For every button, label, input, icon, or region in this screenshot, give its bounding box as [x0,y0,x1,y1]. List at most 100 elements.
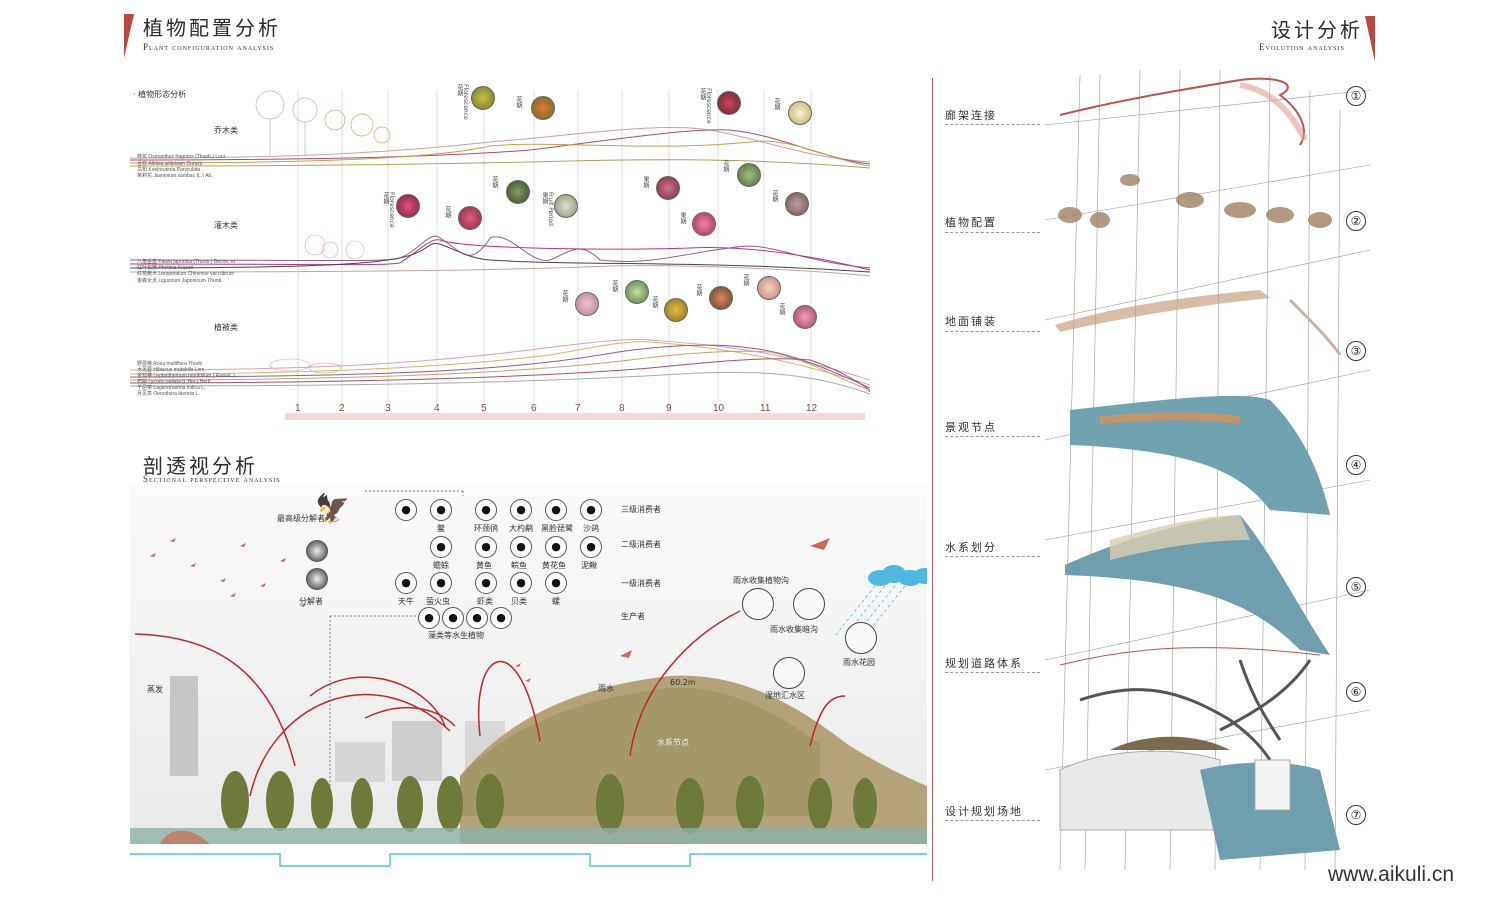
eco-row3-0: 天牛 [398,597,414,606]
turtle-icon-2: ● [430,499,452,521]
tag-fruit-1-en: Fruit Period [547,192,554,226]
month-2: 2 [339,403,345,414]
right-title-en: Evolution analysis [1259,42,1345,52]
species-tree-1: 桂花 Osmanthus fragrans (Thunb.) Lour. [137,154,227,160]
eco-row3-3: 贝类 [511,597,527,606]
shell-icon: ● [510,572,532,594]
section-svg [130,490,927,892]
bird-icon-1: ● [475,499,497,521]
leader-2 [945,232,1040,233]
species-ground-6: 月见草 Oenothera biennis L. [137,391,200,397]
eagle-icon: 🦅 [315,492,350,525]
decomposer-icon-1 [306,540,328,562]
garden-icon [845,622,877,654]
flower-photo-16 [709,286,733,310]
watermark: www.aikuli.cn [1328,863,1455,886]
eco-level-3: 三级消费者 [621,505,661,514]
eco-row2-0: 蟾蜍 [433,561,449,570]
month-9: 9 [666,403,672,414]
month-10: 10 [713,403,725,414]
flower-photo-12 [785,192,809,216]
species-tree-4: 茉莉花 Jasminum sambac (L.) Ait. [137,173,213,179]
section-title-en: Sectional perspective analysis [143,474,281,484]
tag-fruit-3: 果期 [679,212,686,224]
eco-level-2: 二级消费者 [621,540,661,549]
water-wetland: 湿地汇水区 [765,691,805,700]
month-12: 12 [806,403,818,414]
bird-icon-3: ● [545,499,567,521]
bird-icon-4: ● [580,499,602,521]
eco-row1-1: 环颈鸻 [474,524,498,533]
month-1: 1 [295,403,301,414]
group-ground: 植被类 [214,323,238,332]
leader-7 [945,820,1040,821]
tag-flower-10: 花期 [561,290,568,302]
tag-fruit-1: 果期 [541,192,548,204]
species-shrub-3: 红花檵木 Loropetalum Chinense var.rubrum [137,271,234,277]
tag-flower-14: 花期 [742,274,749,286]
eco-row2-2: 鲩鱼 [511,561,527,570]
flower-photo-13 [575,292,599,316]
plant-chart-svg [129,90,871,421]
tag-flower-8: 花期 [722,160,729,172]
tag-flower-11: 花期 [611,280,618,292]
species-ground-5: 千屈菜 Lagerstroemia indica L. [137,385,206,391]
eco-row1-0: 鳖 [437,524,445,533]
flower-photo-9 [656,176,680,200]
month-6: 6 [531,403,537,414]
flower-photo-10 [692,212,716,236]
layer-label-2: 植物配置 [945,216,997,229]
month-4: 4 [434,403,440,414]
beetle-icon: ● [395,572,417,594]
flower-photo-5 [396,194,420,218]
month-5: 5 [481,403,487,414]
layer-label-7: 设计规划场地 [945,805,1023,818]
mountain-sign: 水系节点 [657,738,689,747]
tag-flower-12: 花期 [651,296,658,308]
eco-row1-2: 大杓鹬 [509,524,533,533]
layer-num-1: ① [1346,86,1366,106]
layer-num-2: ② [1346,211,1366,231]
water-evap: 蒸发 [147,685,163,694]
axon-svg [1044,69,1371,871]
tag-flower-15: 花期 [778,303,785,315]
month-8: 8 [619,403,625,414]
plant-chart [129,80,871,421]
flower-photo-18 [793,305,817,329]
flower-photo-1 [471,86,495,110]
leader-4 [945,436,1040,437]
water-pipe: 雨水收集暗沟 [770,625,818,634]
month-3: 3 [385,403,391,414]
fish-icon-1: ● [475,536,497,558]
layer-num-6: ⑥ [1346,682,1366,702]
height-marker: 60.2m [670,678,696,687]
layer-num-4: ④ [1346,455,1366,475]
water-ditch: 雨水收集植物沟 [733,576,789,585]
leader-3 [945,331,1040,332]
plant-icon-4: ● [490,607,512,629]
plant-icon-3: ● [466,607,488,629]
leader-5 [945,556,1040,557]
shrimp-icon: ● [475,572,497,594]
flower-photo-11 [737,163,761,187]
species-shrub-4: 金森女贞 Ligustrum Japonicum Thunb [137,278,222,284]
eco-top-decomposer: 最高级分解者 [277,514,325,523]
fish-icon-3: ● [545,536,567,558]
layer-label-6: 规划道路体系 [945,657,1023,670]
layer-num-5: ⑤ [1346,577,1366,597]
plant-icon-2: ● [442,607,464,629]
tag-flower-9: 花期 [771,190,778,202]
month-11: 11 [760,403,771,414]
right-title-flag [1365,16,1375,62]
tag-flower-3-en: Florescence [705,88,712,124]
eco-row3-1: 萤火虫 [426,597,450,606]
eco-row2-4: 泥鳅 [581,561,597,570]
fish-icon-2: ● [510,536,532,558]
flower-photo-7 [506,180,530,204]
tag-flower-3: 花期 [699,88,706,100]
tag-flower-13: 花期 [695,284,702,296]
left-title-en: Plant configuration analysis [143,42,275,52]
layer-label-3: 地面铺装 [945,315,997,328]
tag-flower-6: 花期 [444,206,451,218]
wetland-icon [773,657,805,689]
